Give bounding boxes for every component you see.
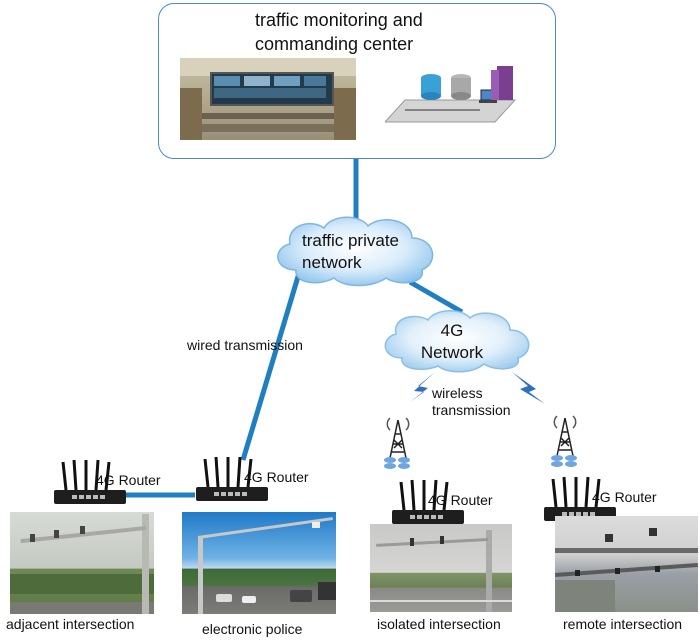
electronic-police-photo [182, 512, 336, 614]
private-network-label: traffic private network [302, 230, 399, 274]
isolated-intersection-photo [370, 524, 512, 612]
remote-intersection-photo [555, 516, 698, 612]
adjacent-intersection-photo [10, 512, 154, 614]
fourg-network-cloud-icon [384, 310, 530, 373]
center-title-line1: traffic monitoring and [255, 10, 423, 30]
private-network-cloud-icon [277, 216, 434, 287]
wired-transmission-label: wired transmission [187, 337, 303, 353]
wireless-line2: transmission [432, 402, 511, 418]
private-to-4g-link [408, 279, 464, 315]
lightning-left-icon [410, 372, 435, 402]
control-room-photo [180, 58, 356, 140]
base-station-right-icon [551, 415, 577, 467]
intersection-label: electronic police [202, 621, 303, 637]
router-icon [196, 456, 268, 501]
wireless-line1: wireless [432, 385, 483, 401]
command-center-title: traffic monitoring and commanding center [255, 8, 423, 56]
private-network-line2: network [302, 253, 362, 272]
intersection-label: adjacent intersection [6, 616, 135, 632]
fourg-network-label: 4G Network [412, 320, 492, 364]
wired-link [240, 269, 303, 461]
router-icon [392, 479, 464, 524]
base-station-left-icon [384, 417, 410, 469]
wireless-transmission-label: wireless transmission [432, 385, 511, 419]
router-label: 4G Router [244, 469, 309, 485]
router-label: 4G Router [592, 489, 657, 505]
intersection-label: isolated intersection [377, 616, 501, 632]
center-title-line2: commanding center [255, 34, 414, 54]
fourg-network-line1: 4G [440, 321, 464, 340]
router-icon [54, 459, 126, 504]
intersection-label: remote intersection [563, 616, 683, 632]
lightning-right-icon [512, 372, 545, 404]
server-cluster-icon [385, 66, 517, 123]
private-network-line1: traffic private [302, 231, 400, 250]
router-label: 4G Router [96, 472, 161, 488]
fourg-network-line2: Network [420, 343, 484, 362]
router-label: 4G Router [428, 492, 493, 508]
